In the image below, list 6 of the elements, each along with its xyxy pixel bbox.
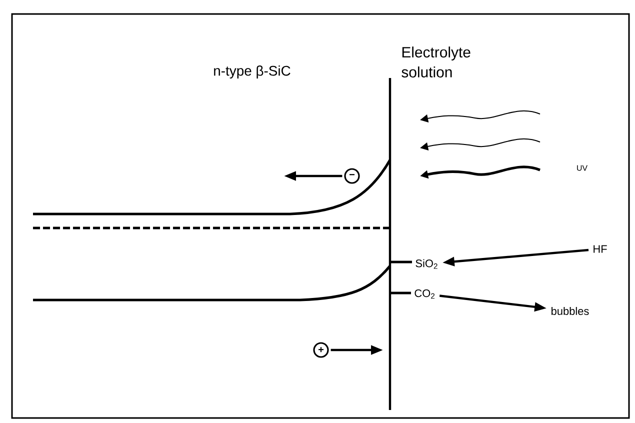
species-label: SiO$_{2}$ [416,259,438,269]
species-label: CO$_{2}$ [414,289,435,299]
species-label: HF [594,245,607,253]
species-label: bubbles [552,306,589,316]
region-label: n-type β-SiC [214,66,290,78]
region-label: Electrolyte solution [402,46,470,78]
